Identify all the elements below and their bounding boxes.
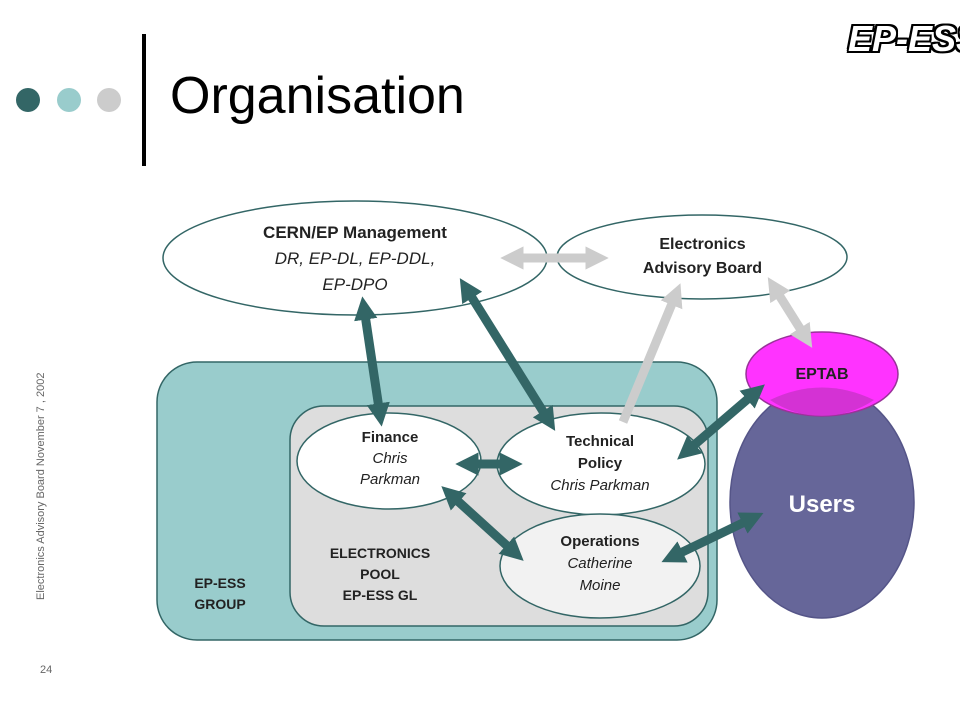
- operations-label: Operations Catherine Moine: [520, 531, 680, 597]
- pool-line3: EP-ESS GL: [342, 587, 418, 603]
- arrow-finance-operations: [441, 486, 524, 561]
- users-label: Users: [788, 491, 856, 518]
- management-line2: DR, EP-DL, EP-DDL,: [274, 249, 436, 268]
- finance-label: Finance Chris Parkman: [320, 427, 460, 490]
- finance-title: Finance: [361, 429, 419, 446]
- bullet-dot-dark: [16, 88, 40, 112]
- group-line2: GROUP: [194, 596, 246, 612]
- operations-title: Operations: [560, 533, 640, 550]
- bullet-dot-teal: [57, 88, 81, 112]
- bullet-dot-grey: [97, 88, 121, 112]
- eptab-label: EPTAB: [795, 366, 849, 383]
- arrow-operations-users: [661, 512, 764, 563]
- technical-label: Technical Policy Chris Parkman: [520, 431, 680, 497]
- finance-line3: Parkman: [359, 471, 421, 488]
- technical-line3: Chris Parkman: [550, 477, 650, 494]
- arrow-management-finance: [354, 296, 390, 427]
- eab-label: Electronics Advisory Board: [600, 233, 805, 281]
- management-label: CERN/EP Management DR, EP-DL, EP-DDL, EP…: [205, 220, 505, 298]
- title-divider: [142, 34, 146, 166]
- eab-line1: Electronics: [659, 236, 746, 253]
- technical-line1: Technical: [565, 433, 635, 450]
- slide-title: Organisation: [170, 67, 465, 125]
- finance-line2: Chris: [372, 450, 408, 467]
- arrow-technical-eptab: [677, 384, 765, 460]
- eab-line2: Advisory Board: [642, 260, 763, 277]
- management-line3: EP-DPO: [322, 275, 388, 294]
- ep-ess-logo: EP-ESS: [848, 18, 960, 59]
- group-label: EP-ESS GROUP: [170, 573, 270, 615]
- operations-line2: Catherine: [567, 555, 633, 572]
- pool-label: ELECTRONICS POOL EP-ESS GL: [300, 543, 460, 606]
- technical-line2: Policy: [577, 455, 623, 472]
- management-title: CERN/EP Management: [263, 223, 447, 242]
- operations-node: [499, 513, 701, 619]
- group-line1: EP-ESS: [194, 575, 246, 591]
- arrow-eab-eptab: [767, 277, 813, 348]
- arrow-management-technical: [459, 278, 556, 431]
- page-number: 24: [40, 664, 53, 676]
- eptab-overlap: [770, 387, 874, 416]
- operations-line3: Moine: [579, 577, 621, 594]
- arrow-technical-eab: [618, 283, 683, 424]
- pool-line1: ELECTRONICS: [329, 545, 431, 561]
- pool-line2: POOL: [360, 566, 400, 582]
